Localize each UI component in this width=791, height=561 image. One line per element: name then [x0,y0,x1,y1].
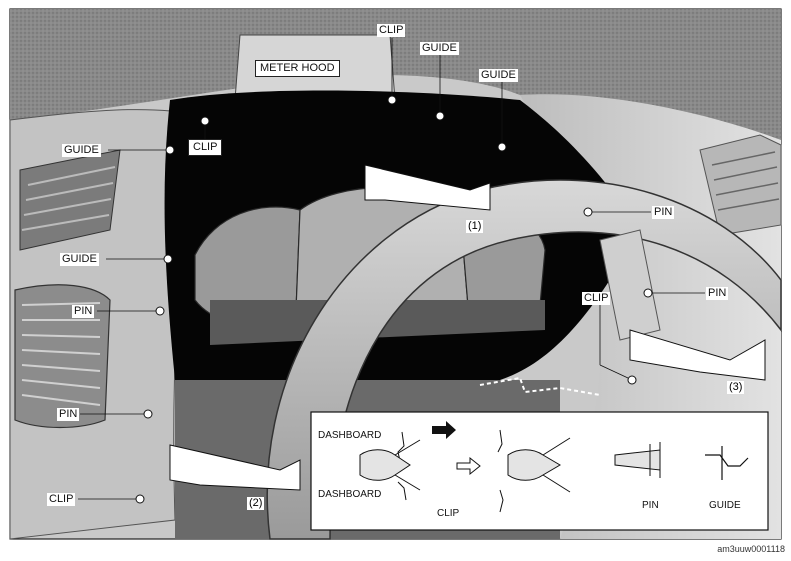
label-pin-left-upper: PIN [72,305,95,318]
arrow-3 [629,329,766,381]
callout-number-1: (1) [466,220,484,233]
left-lower-vent [14,284,111,429]
label-guide-left-mid: GUIDE [60,253,99,266]
guide-marker [165,145,175,155]
callout-number-2: (2) [247,497,265,510]
arrow-2 [169,444,301,491]
black-arrow [432,421,456,439]
label-clip-top: CLIP [377,24,406,37]
inset-dashboard-bottom: DASHBOARD [318,489,382,500]
label-clip-right: CLIP [582,292,611,305]
clip-marker [387,95,397,105]
guide-marker [163,254,173,264]
figure-code: am3uuw0001118 [717,544,785,554]
pin-marker [583,207,593,217]
label-guide-top: GUIDE [420,42,459,55]
pin-marker [143,409,153,419]
pin-drawing [614,442,661,478]
clip-marker [200,116,210,126]
label-guide-top-right: GUIDE [479,69,518,82]
label-guide-left-upper: GUIDE [62,144,101,157]
inset-guide-label: GUIDE [709,500,741,511]
pin-marker [643,288,653,298]
label-pin-wheel: PIN [652,206,675,219]
guide-marker [497,142,507,152]
steering-wheel-rim [266,179,782,540]
inset-dashboard-top: DASHBOARD [318,430,382,441]
clip-after-drawing [497,429,571,513]
label-clip-left-lower: CLIP [47,493,76,506]
pin-marker [155,306,165,316]
label-meter-hood: METER HOOD [255,60,340,77]
guide-marker [435,111,445,121]
leader-line [599,364,629,379]
callout-number-3: (3) [727,381,745,394]
hollow-arrow [456,456,481,476]
inset-pin-label: PIN [642,500,659,511]
arrow-1 [364,164,491,211]
label-pin-right: PIN [706,287,729,300]
steering-column [599,229,661,341]
clip-before-drawing [359,431,421,501]
label-pin-left-lower: PIN [57,408,80,421]
clip-marker [627,375,637,385]
label-clip-left-upper: CLIP [188,139,223,156]
guide-drawing [705,446,749,480]
clip-marker [135,494,145,504]
inset-clip-label: CLIP [437,508,460,519]
